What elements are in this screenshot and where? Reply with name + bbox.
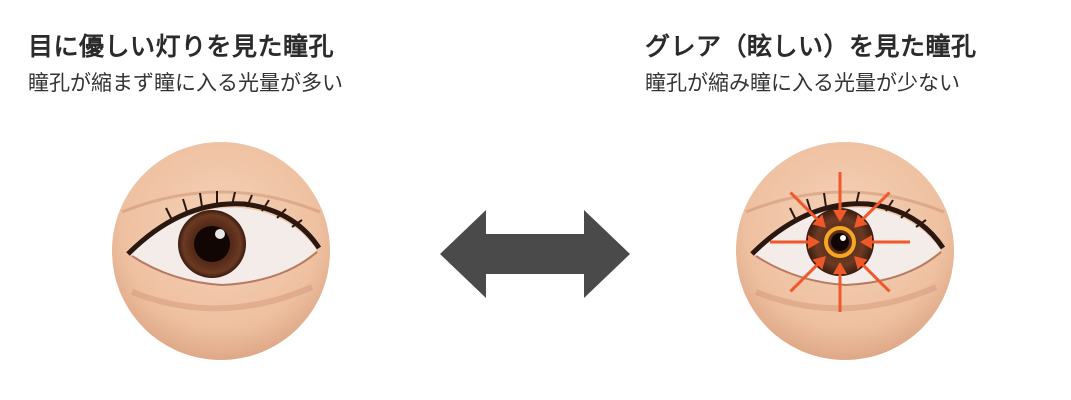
glare-arrows-icon	[768, 172, 912, 314]
right-caption: グレア（眩しい）を見た瞳孔 瞳孔が縮み瞳に入る光量が少ない	[645, 30, 977, 98]
left-caption: 目に優しい灯りを見た瞳孔 瞳孔が縮まず瞳に入る光量が多い	[28, 30, 343, 98]
right-title: グレア（眩しい）を見た瞳孔	[645, 32, 977, 61]
eye-dilated-image	[112, 142, 330, 360]
eye-constricted-image	[736, 142, 954, 360]
right-subtitle: 瞳孔が縮み瞳に入る光量が少ない	[645, 71, 960, 95]
double-arrow-icon	[440, 210, 630, 298]
eye-constricted-icon	[736, 142, 954, 360]
left-title: 目に優しい灯りを見た瞳孔	[28, 32, 335, 61]
left-subtitle: 瞳孔が縮まず瞳に入る光量が多い	[28, 71, 343, 95]
eye-dilated-icon	[112, 142, 330, 360]
